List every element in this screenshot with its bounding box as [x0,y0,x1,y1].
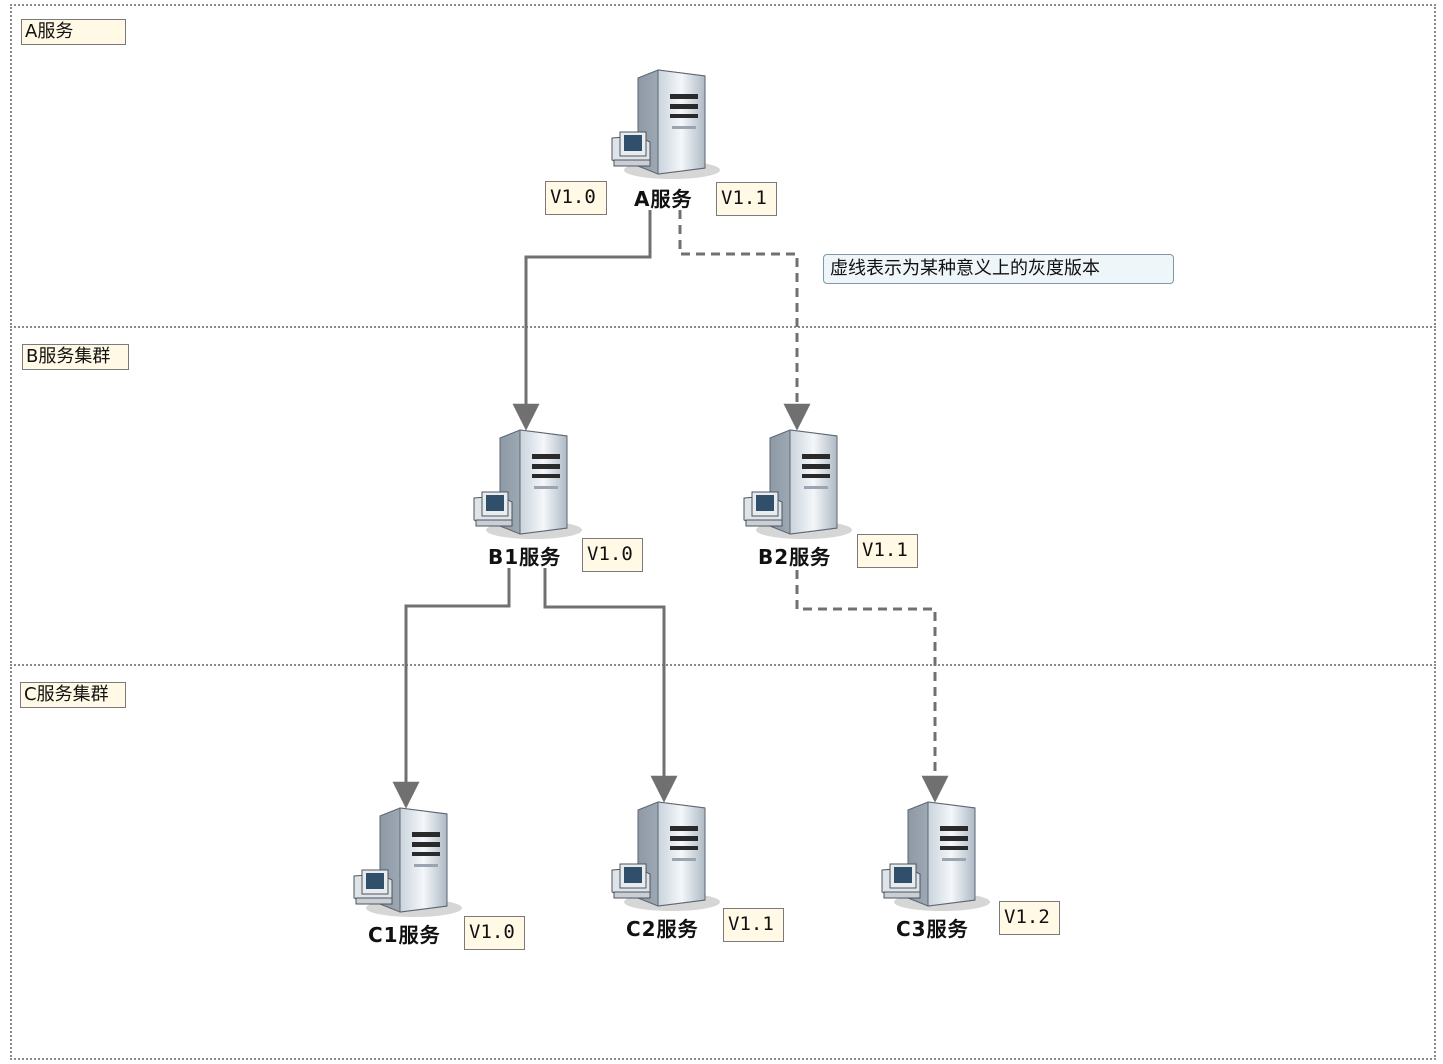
version-badge: V1.0 [545,181,607,215]
zone-a-label: A服务 [21,19,126,45]
server-b2-name: B2服务 [758,545,832,569]
server-c2-icon [611,801,720,912]
server-c3-name: C3服务 [896,917,969,941]
version-badge: V1.0 [464,916,525,950]
zone-b-label: B服务集群 [22,344,129,370]
server-b1-icon [473,429,582,540]
server-c1-name: C1服务 [368,923,441,947]
edge-b1-c1 [392,568,511,809]
version-badge: V1.1 [723,908,784,942]
zone-c [10,664,1436,1060]
server-b1-name: B1服务 [488,545,562,569]
server-a-icon [611,69,720,180]
edge-b1-c2 [543,568,678,803]
version-badge: V1.1 [857,534,918,568]
server-c3-icon [881,801,990,912]
legend-note: 虚线表示为某种意义上的灰度版本 [823,254,1174,284]
server-b2-icon [743,429,852,540]
version-badge: V1.1 [716,182,777,216]
server-c1-icon [353,807,462,918]
zone-c-label: C服务集群 [20,682,126,708]
version-badge: V1.2 [999,901,1060,935]
server-a-name: A服务 [634,187,693,211]
edge-a-b1 [512,210,652,431]
version-badge: V1.0 [582,538,643,572]
server-c2-name: C2服务 [626,917,699,941]
edge-b2-c3 [795,570,949,803]
edge-a-b2 [678,210,811,431]
